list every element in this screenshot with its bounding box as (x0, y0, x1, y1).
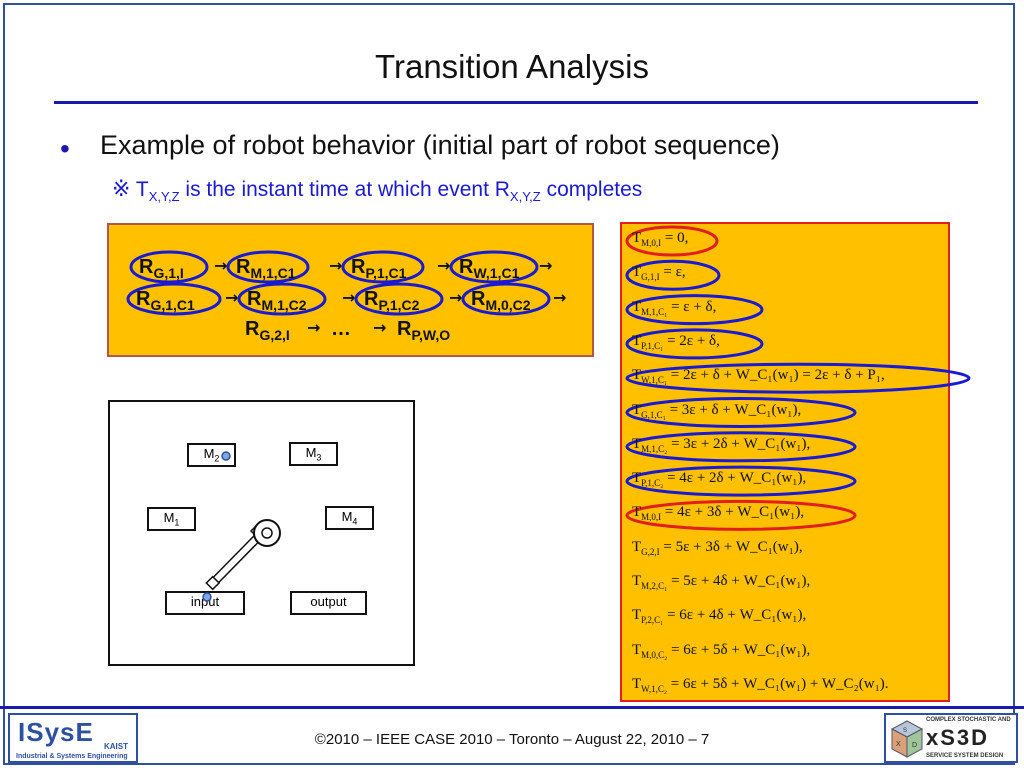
sequence-event: RM,1,C1 (236, 256, 296, 281)
sequence-event: RG,2,I (245, 318, 290, 343)
sequence-event: RM,1,C2 (247, 288, 307, 313)
sequence-event: … (331, 318, 351, 340)
note-sub2: X,Y,Z (509, 189, 541, 205)
bullet-text: Example of robot behavior (initial part … (100, 130, 780, 160)
timing-equation: TM,1,C₂ = 3ε + 2δ + W_C₁(w₁), (632, 435, 811, 454)
cube-icon: S X D (890, 720, 924, 758)
machine-m1: M1 (147, 507, 196, 531)
kaist-logo-text: KAIST (104, 742, 128, 751)
isyse-logo-text: ISysE (18, 717, 94, 747)
sequence-oval (126, 282, 222, 316)
footer-text: ©2010 – IEEE CASE 2010 – Toronto – Augus… (314, 731, 710, 748)
equation-oval (625, 362, 971, 394)
sequence-oval (237, 282, 327, 316)
xs3d-bottom-text: SERVICE SYSTEM DESIGN (926, 753, 1004, 759)
machine-m3: M3 (289, 442, 338, 466)
machine-m4: M4 (325, 506, 374, 530)
timing-equation: TW,1,C₂ = 6ε + 5δ + W_C₁(w₁) + W_C₂(w₁). (632, 675, 889, 694)
note-mark: ※ (112, 176, 131, 201)
slide-frame (3, 3, 1015, 765)
xs3d-logo: S X D COMPLEX STOCHASTIC AND xS3D SERVIC… (884, 713, 1018, 763)
sequence-arrow: → (437, 256, 450, 275)
equation-oval (625, 431, 857, 463)
sub-note: ※ TX,Y,Z is the instant time at which ev… (112, 176, 642, 204)
xs3d-top-text: COMPLEX STOCHASTIC AND (926, 717, 1011, 723)
title-rule (54, 101, 978, 104)
equation-oval (625, 328, 764, 360)
gripper-part-dot (202, 592, 212, 602)
note-T: T (135, 178, 149, 201)
sequence-oval (226, 250, 310, 284)
sequence-event: RP,W,O (397, 318, 450, 343)
bullet-dot: • (60, 133, 70, 164)
sequence-arrow: → (539, 256, 552, 275)
timing-equation: TP,1,C₁ = 2ε + δ, (632, 332, 720, 351)
output-station: output (290, 591, 367, 615)
timing-equation: TM,2,C₁ = 5ε + 4δ + W_C₁(w₁), (632, 573, 811, 591)
equation-oval (625, 397, 857, 428)
isyse-logo: ISysE KAIST Industrial & Systems Enginee… (8, 713, 138, 763)
timing-equation: TM,1,C₁ = ε + δ, (632, 298, 717, 317)
note-mid: is the instant time at which event R (179, 178, 510, 201)
sequence-arrow: → (553, 288, 566, 307)
sequence-arrow: → (307, 318, 320, 337)
sequence-event: RG,1,C1 (136, 288, 195, 313)
equation-oval (625, 465, 857, 497)
timing-equation: TP,1,C₂ = 4ε + 2δ + W_C₁(w₁), (632, 470, 807, 489)
equation-oval (625, 499, 857, 531)
robot-arm (202, 451, 281, 602)
sequence-arrow: → (329, 256, 342, 275)
sequence-event: RM,0,C2 (471, 288, 531, 313)
isyse-logo-sub: Industrial & Systems Engineering (16, 753, 128, 760)
timing-equation: TP,2,C₁ = 6ε + 4δ + W_C₁(w₁), (632, 607, 807, 626)
sequence-arrow: → (214, 256, 227, 275)
sequence-event: RP,1,C1 (351, 256, 407, 281)
sequence-svg: RG,1,I→RM,1,C1→RP,1,C1→RW,1,C1→RG,1,C1→R… (126, 250, 566, 343)
sequence-event: RG,1,I (139, 256, 184, 281)
svg-text:X: X (896, 741, 901, 748)
equation-oval (625, 225, 719, 257)
timing-equation: TM,0,I = 0, (632, 230, 689, 248)
timing-equation: TM,0,I = 4ε + 3δ + W_C₁(w₁), (632, 504, 805, 523)
sequence-arrow: → (225, 288, 238, 307)
sequence-oval (354, 282, 444, 316)
note-sub1: X,Y,Z (148, 189, 180, 205)
sequence-event: RP,1,C2 (364, 288, 420, 313)
sequence-oval (449, 250, 539, 284)
sequence-arrow: → (449, 288, 462, 307)
m2-part-dot (221, 451, 231, 461)
svg-text:S: S (903, 728, 907, 734)
sequence-arrow: → (342, 288, 355, 307)
equation-ovals (625, 225, 971, 531)
sequence-box: RG,1,I→RM,1,C1→RP,1,C1→RW,1,C1→RG,1,C1→R… (107, 223, 594, 357)
svg-text:D: D (912, 742, 917, 749)
equations-box: TM,0,I = 0, TG,1,I = ε, TM,1,C₁ = ε + δ, TP… (620, 222, 971, 702)
xs3d-main-text: xS3D (926, 725, 990, 750)
sequence-oval (461, 282, 551, 316)
timing-equation: TM,0,C₂ = 6ε + 5δ + W_C₁(w₁), (632, 641, 811, 660)
robot-cell-diagram: M2 M3 M1 M4 input output (108, 400, 415, 666)
equation-oval (625, 294, 764, 326)
sequence-oval (129, 250, 209, 284)
note-end: completes (540, 178, 643, 201)
footer-rule (0, 706, 1024, 709)
sequence-event: RW,1,C1 (459, 256, 520, 281)
timing-equation: TG,2,I = 5ε + 3δ + W_C₁(w₁), (632, 538, 803, 557)
slide-title: Transition Analysis (375, 48, 649, 85)
sequence-oval (341, 250, 425, 284)
timing-equation: TG,1,C₁ = 3ε + δ + W_C₁(w₁), (632, 401, 802, 420)
sequence-arrow: → (373, 318, 386, 337)
timing-equation: TW,1,C₁ = 2ε + δ + W_C₁(w₁) = 2ε + δ + P… (632, 367, 885, 386)
equation-oval (625, 259, 721, 291)
timing-equation: TG,1,I = ε, (632, 264, 686, 283)
